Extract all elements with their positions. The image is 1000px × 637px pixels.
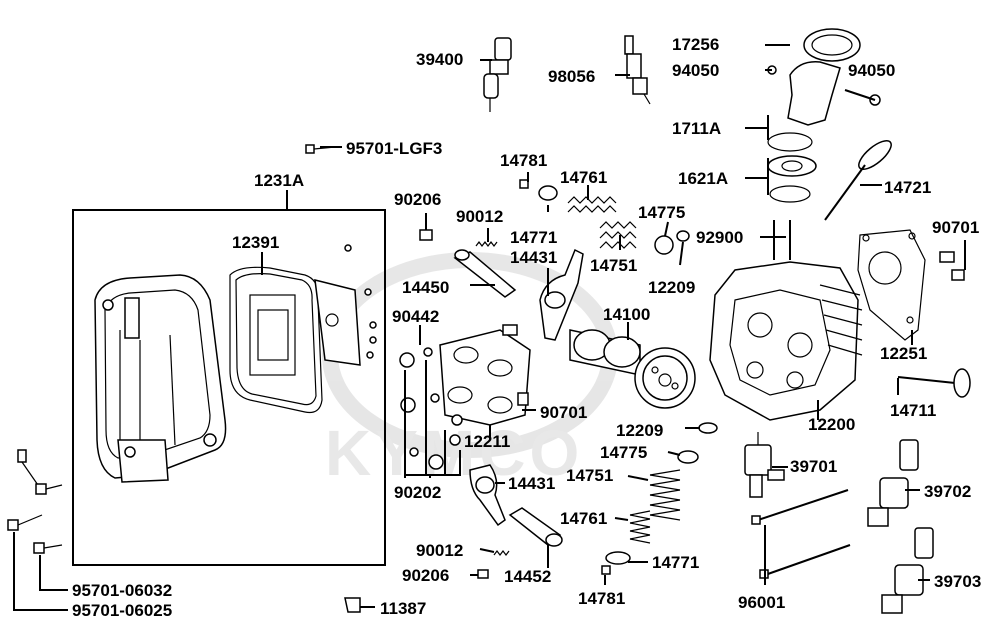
label-39703: 39703 — [934, 572, 981, 591]
clip-11387-part — [344, 597, 361, 613]
label-90442: 90442 — [392, 307, 439, 326]
label-90206-a: 90206 — [394, 190, 441, 209]
label-94050-b: 94050 — [848, 61, 895, 80]
cover-gasket-part — [229, 266, 323, 414]
label-12209-b: 12209 — [616, 421, 663, 440]
leader-14775b — [667, 451, 681, 456]
label-1231A: 1231A — [254, 171, 304, 190]
label-14100: 14100 — [603, 305, 650, 324]
label-14431-b: 14431 — [508, 474, 555, 493]
intake-valve-part — [824, 140, 892, 221]
rocker-arm-top-part — [539, 248, 584, 341]
label-14711: 14711 — [890, 401, 936, 420]
label-95701-06025: 95701-06025 — [72, 601, 172, 620]
inlet-pipe-part — [767, 28, 881, 203]
label-14751-b: 14751 — [566, 466, 613, 485]
rocker-shaft-bottom-part — [508, 507, 563, 547]
watermark-text: KYMCO — [325, 417, 583, 489]
breather-plate-part — [314, 244, 377, 366]
cover-bolts-part — [7, 449, 63, 554]
leader-95701-06032 — [39, 555, 68, 591]
leader-1711A — [745, 115, 769, 140]
label-95701-LGF3: 95701-LGF3 — [346, 139, 442, 158]
exhaust-valve-part — [897, 368, 971, 398]
solenoid-39701-part — [744, 432, 785, 498]
label-12211: 12211 — [464, 432, 510, 451]
camshaft-part — [569, 329, 696, 409]
leader-12209a — [679, 241, 684, 266]
label-90012-a: 90012 — [456, 207, 503, 226]
label-98056: 98056 — [548, 67, 595, 86]
label-39702: 39702 — [924, 482, 971, 501]
valve-cotter-part — [519, 179, 558, 201]
valve-springs-top-part — [567, 196, 690, 255]
leader-14775a — [664, 221, 669, 237]
leader-90202-d — [404, 450, 461, 478]
label-1711A: 1711A — [672, 119, 721, 138]
cam-holder-part — [439, 324, 531, 426]
label-94050-a: 94050 — [672, 61, 719, 80]
label-39701: 39701 — [790, 457, 837, 476]
cover-assembly-box — [72, 209, 386, 566]
head-gasket-part — [857, 229, 926, 341]
leader-95701-06025 — [13, 532, 68, 611]
label-12209-a: 12209 — [648, 278, 695, 297]
leader-1621A — [745, 158, 769, 195]
label-14751-a: 14751 — [590, 256, 637, 275]
label-90701-b: 90701 — [540, 403, 587, 422]
bushing-right-part — [939, 251, 965, 281]
label-17256: 17256 — [672, 35, 719, 54]
label-14775-a: 14775 — [638, 203, 685, 222]
cylinder-head-part — [709, 261, 863, 421]
valve-springs-bottom-part — [601, 422, 718, 575]
label-14761-a: 14761 — [560, 168, 607, 187]
label-14771-b: 14771 — [652, 553, 699, 572]
temperature-sensor-part — [483, 37, 512, 112]
leader-90012b — [479, 548, 495, 553]
label-14771-a: 14771 — [510, 228, 557, 247]
label-14452: 14452 — [504, 567, 551, 586]
label-11387: 11387 — [380, 599, 426, 618]
solenoid-39703-part — [881, 527, 934, 614]
label-14781-b: 14781 — [578, 589, 625, 608]
solenoid-39702-part — [867, 439, 919, 527]
label-96001: 96001 — [738, 593, 785, 612]
label-1621A: 1621A — [678, 169, 728, 188]
label-12251: 12251 — [880, 344, 927, 363]
label-14721: 14721 — [884, 178, 931, 197]
label-14450: 14450 — [402, 278, 449, 297]
label-14431-a: 14431 — [510, 248, 557, 267]
leader-14751b — [627, 475, 649, 481]
label-90701-a: 90701 — [932, 218, 979, 237]
label-92900: 92900 — [696, 228, 743, 247]
label-14781-a: 14781 — [500, 151, 547, 170]
label-12391: 12391 — [232, 233, 279, 252]
label-90206-b: 90206 — [402, 566, 449, 585]
label-14775-b: 14775 — [600, 443, 647, 462]
label-95701-06032: 95701-06032 — [72, 581, 172, 600]
stud-bolts-part — [751, 489, 851, 579]
dowel-pins-part — [773, 220, 791, 260]
label-90202: 90202 — [394, 483, 441, 502]
leader-14761b — [614, 517, 629, 521]
label-12200: 12200 — [808, 415, 855, 434]
cylinder-head-cover-part — [94, 274, 227, 483]
rocker-arm-bottom-part — [469, 464, 506, 527]
spark-plug-part — [624, 35, 651, 105]
label-14761-b: 14761 — [560, 509, 607, 528]
label-39400: 39400 — [416, 50, 463, 69]
adjuster-nut-top-part — [419, 229, 498, 247]
leader-94050b — [844, 89, 876, 101]
label-90012-b: 90012 — [416, 541, 463, 560]
